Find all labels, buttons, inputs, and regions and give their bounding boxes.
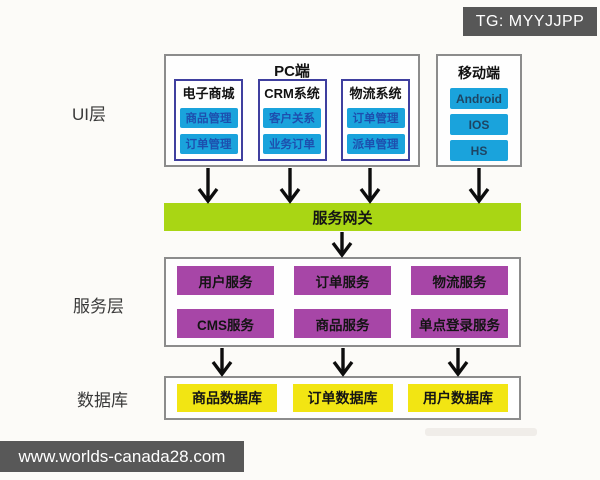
service-chip-cms: CMS服务: [177, 309, 274, 338]
system-title: 电子商城: [182, 86, 235, 101]
module-chip: 订单管理: [179, 134, 238, 154]
arrow-crm-to-gateway: [279, 168, 301, 204]
ui-layer-label: UI层: [72, 105, 106, 124]
mobile-chip-android: Android: [450, 88, 508, 109]
service-layer-panel: 用户服务 订单服务 物流服务 CMS服务 商品服务 单点登录服务: [164, 257, 521, 347]
faint-watermark: [425, 428, 537, 436]
database-chip-product: 商品数据库: [177, 384, 277, 412]
arrow-ecommerce-to-gateway: [197, 168, 219, 204]
arrow-gateway-to-services: [331, 232, 353, 258]
system-title: 物流系统: [349, 86, 402, 101]
service-chip-logistics: 物流服务: [411, 266, 508, 295]
module-chip: 订单管理: [346, 108, 405, 128]
arrow-mobile-to-gateway: [468, 168, 490, 204]
module-chip: 客户关系: [263, 108, 321, 128]
database-panel: 商品数据库 订单数据库 用户数据库: [164, 376, 521, 420]
tg-badge: TG: MYYJJPP: [463, 7, 597, 36]
arrow-services-to-order-db: [332, 348, 354, 377]
database-chip-user: 用户数据库: [408, 384, 508, 412]
service-chip-user: 用户服务: [177, 266, 274, 295]
mobile-chip-ios: IOS: [450, 114, 508, 135]
arrow-services-to-user-db: [447, 348, 469, 377]
mobile-chip-hs: HS: [450, 140, 508, 161]
database-chip-order: 订单数据库: [292, 384, 393, 412]
service-chip-order: 订单服务: [294, 266, 391, 295]
system-box-logistics: 物流系统 订单管理 派单管理: [341, 79, 410, 161]
module-chip: 业务订单: [263, 134, 321, 154]
service-gateway-bar: 服务网关: [164, 203, 521, 231]
service-layer-label: 服务层: [73, 297, 124, 316]
pc-panel: PC端 电子商城 商品管理 订单管理 CRM系统 客户关系 业务订单 物流系统 …: [164, 54, 420, 167]
system-title: CRM系统: [264, 86, 320, 101]
module-chip: 派单管理: [346, 134, 405, 154]
pc-systems: 电子商城 商品管理 订单管理 CRM系统 客户关系 业务订单 物流系统 订单管理…: [166, 79, 418, 161]
mobile-panel-title: 移动端: [458, 65, 500, 81]
database-layer-label: 数据库: [77, 391, 128, 410]
system-box-ecommerce: 电子商城 商品管理 订单管理: [174, 79, 243, 161]
system-box-crm: CRM系统 客户关系 业务订单: [257, 79, 327, 161]
arrow-logistics-to-gateway: [359, 168, 381, 204]
arrow-services-to-product-db: [211, 348, 233, 377]
site-url-bar: www.worlds-canada28.com: [0, 441, 244, 472]
pc-panel-title: PC端: [274, 63, 310, 80]
service-chip-product: 商品服务: [294, 309, 391, 338]
mobile-panel: 移动端 Android IOS HS: [436, 54, 522, 167]
service-chip-sso: 单点登录服务: [411, 309, 508, 338]
module-chip: 商品管理: [179, 108, 238, 128]
